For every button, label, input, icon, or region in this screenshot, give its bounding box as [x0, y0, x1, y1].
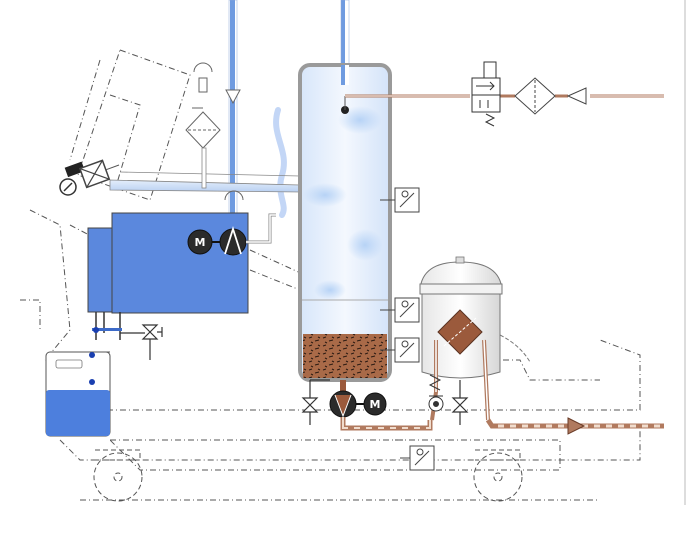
storage-canister — [45, 351, 111, 437]
distillation-column — [298, 63, 392, 382]
motor-icon — [363, 392, 387, 416]
level-sensor-top — [380, 187, 420, 213]
flow-arrow-icon — [567, 417, 586, 435]
drum-drain-valve — [451, 380, 469, 425]
check-valve — [428, 374, 444, 412]
valve-icon — [141, 324, 159, 340]
tank-drain-valve — [120, 324, 163, 360]
wheel-left — [93, 449, 143, 502]
air-solenoid-valve — [471, 61, 501, 127]
circulation-pump-assembly: M — [187, 213, 276, 256]
flow-arrow-icon — [566, 87, 587, 105]
valve-icon — [451, 397, 469, 413]
level-sensor-base — [395, 439, 435, 471]
pressure-gauge — [59, 178, 77, 196]
level-sensor-middle — [380, 297, 420, 323]
solenoid-valve-left — [64, 159, 120, 189]
vapor-wisp — [273, 107, 287, 218]
drain-motor-label: M — [370, 398, 381, 411]
pump-motor-label: M — [195, 236, 206, 249]
pipe-to-column-arc — [224, 190, 244, 201]
tilted-housing-outline — [69, 49, 191, 201]
column-drain-valve — [301, 379, 330, 425]
wheel-right — [473, 449, 523, 502]
air-inlet-arrow — [566, 87, 587, 105]
level-sensor-bottom — [380, 337, 420, 363]
outlet-line — [485, 417, 664, 435]
valve-icon — [301, 397, 319, 413]
feed-pipes — [109, 147, 301, 193]
main-water-tank — [87, 212, 249, 340]
pump-icon — [219, 228, 247, 256]
flow-arrow-icon — [225, 89, 241, 105]
discharge-pump-assembly: M — [329, 380, 433, 431]
air-filter — [514, 77, 556, 115]
